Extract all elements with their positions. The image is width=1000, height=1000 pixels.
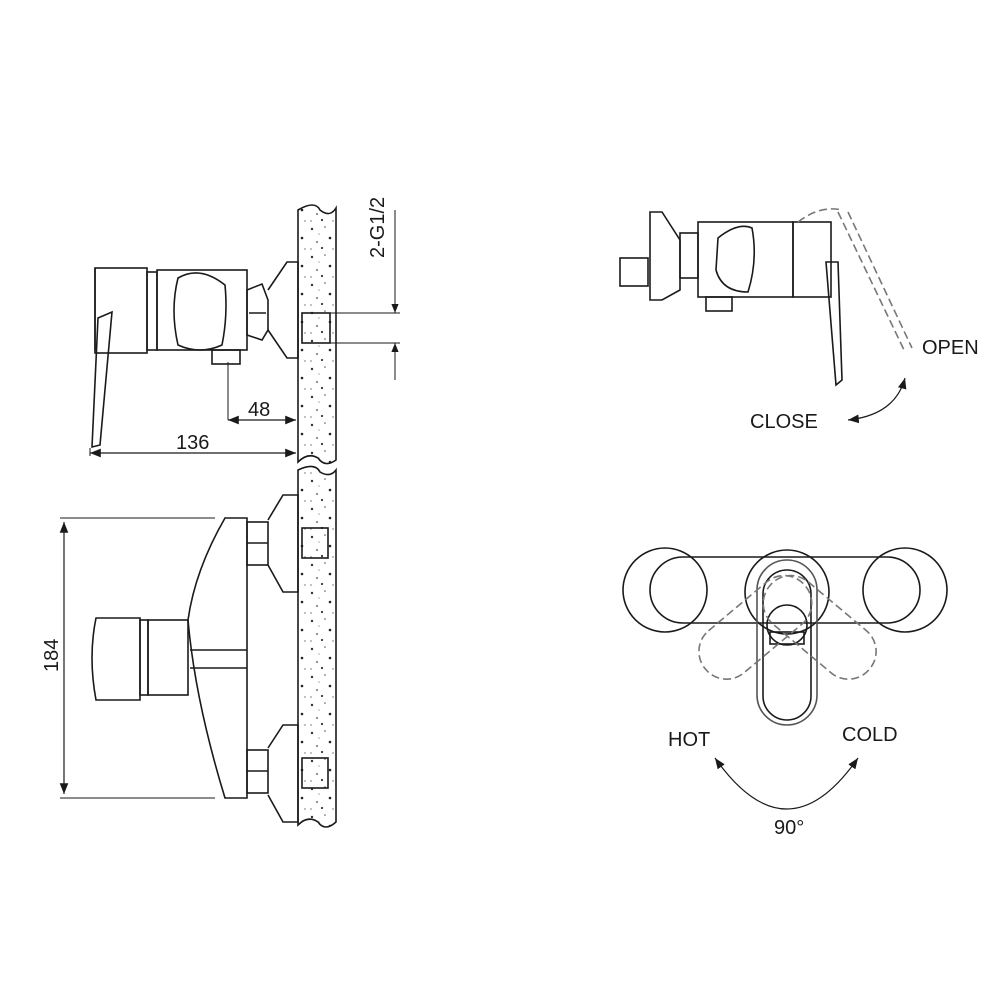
dim-48: 48 xyxy=(248,399,271,421)
side-view xyxy=(89,204,400,465)
operation-top-view xyxy=(622,547,948,810)
label-hot: HOT xyxy=(668,729,711,751)
dim-136: 136 xyxy=(176,432,210,454)
operation-side-view xyxy=(619,208,913,424)
front-view xyxy=(59,465,337,828)
wall-section-lower xyxy=(297,465,337,828)
wall-section-upper xyxy=(297,204,337,465)
dim-184: 184 xyxy=(41,638,63,672)
label-close: CLOSE xyxy=(750,411,818,433)
label-90-degrees: 90° xyxy=(774,817,805,839)
dim-thread: 2-G1/2 xyxy=(367,196,389,258)
label-open: OPEN xyxy=(922,337,979,359)
label-cold: COLD xyxy=(842,724,898,746)
